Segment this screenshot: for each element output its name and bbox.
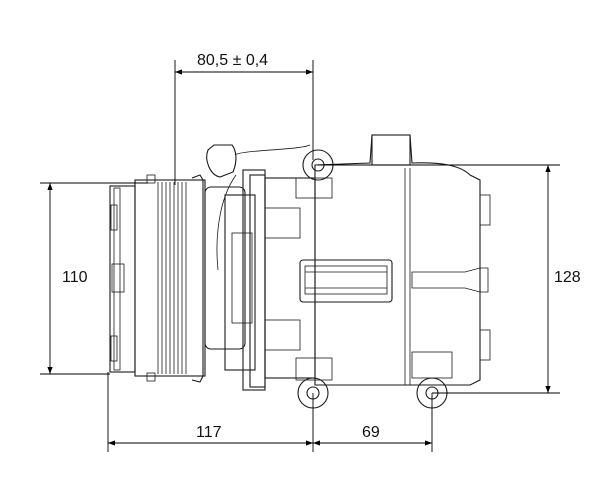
front-head bbox=[204, 144, 316, 391]
dimension-bottom-left-width: 117 bbox=[196, 424, 222, 441]
dimension-left-height: 110 bbox=[62, 269, 88, 286]
dimension-right-height: 128 bbox=[554, 269, 581, 286]
pulley bbox=[134, 174, 206, 383]
dimension-top-width: 80,5 ± 0,4 bbox=[197, 52, 269, 69]
dimension-bottom-right-width: 69 bbox=[362, 424, 380, 441]
compressor-body bbox=[295, 134, 491, 409]
dimension-lines bbox=[40, 60, 560, 452]
clutch-plate bbox=[109, 185, 136, 373]
